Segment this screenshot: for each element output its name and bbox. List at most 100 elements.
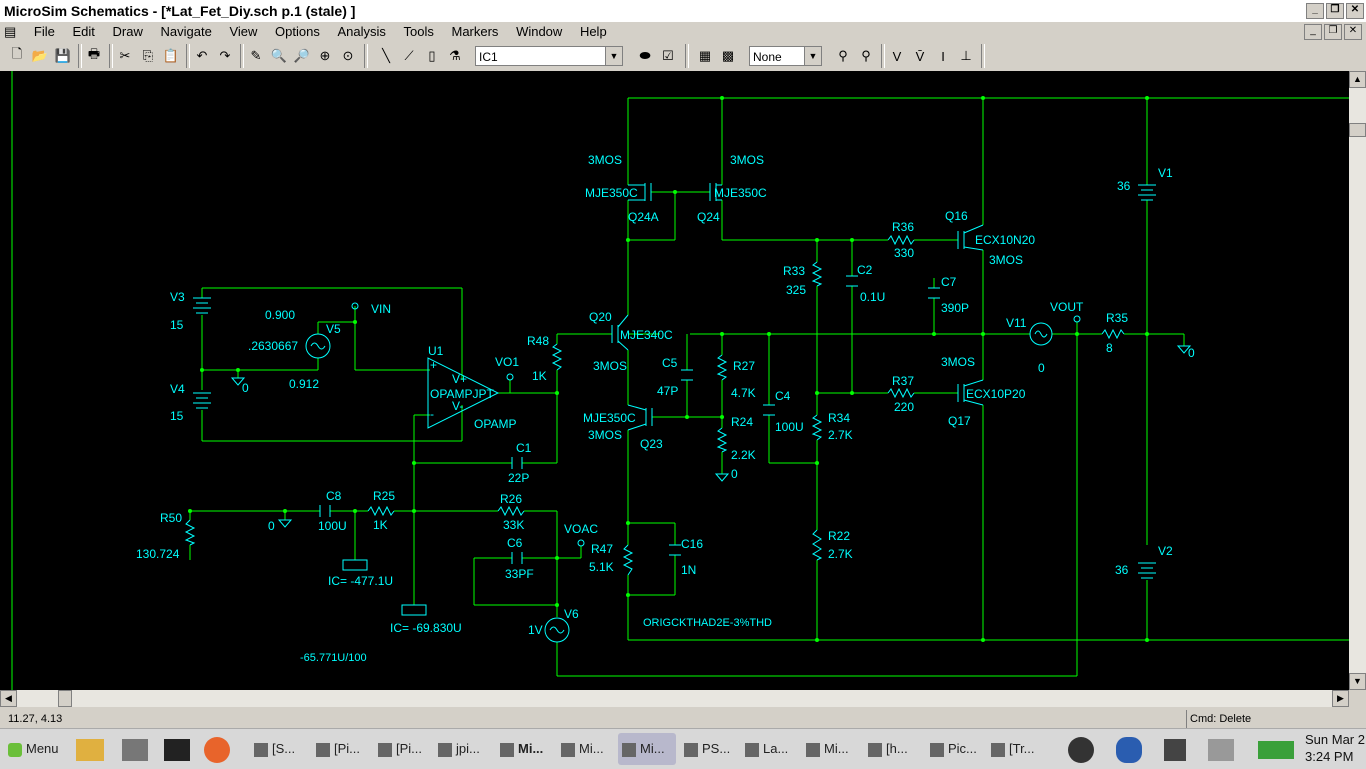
task-7[interactable]: PS... bbox=[680, 733, 738, 765]
menu-options[interactable]: Options bbox=[275, 24, 320, 39]
edit-attributes-icon[interactable]: ⬬ bbox=[639, 48, 651, 63]
restore-button[interactable]: ❐ bbox=[1326, 3, 1344, 19]
battery-icon[interactable] bbox=[1254, 733, 1298, 765]
new-file-icon[interactable]: 🗋 bbox=[11, 46, 23, 61]
firefox-launcher[interactable] bbox=[200, 733, 236, 765]
menu-tools[interactable]: Tools bbox=[403, 24, 434, 39]
label: 1V bbox=[528, 623, 543, 637]
zoom-in-icon[interactable]: 🔍 bbox=[270, 48, 288, 63]
label: Q16 bbox=[945, 209, 968, 223]
label: U1 bbox=[428, 344, 444, 358]
clock[interactable]: Sun Mar 2 3:24 PM bbox=[1305, 731, 1365, 765]
file-manager-launcher[interactable] bbox=[72, 733, 104, 765]
task-10[interactable]: [h... bbox=[864, 733, 922, 765]
menu-help[interactable]: Help bbox=[579, 24, 607, 39]
chevron-down-icon[interactable]: ▼ bbox=[804, 47, 821, 65]
menu-navigate[interactable]: Navigate bbox=[160, 24, 212, 39]
undo-icon[interactable]: ↶ bbox=[196, 48, 208, 63]
task-4[interactable]: Mi... bbox=[496, 733, 554, 765]
label: V+ bbox=[452, 372, 467, 386]
menu-edit[interactable]: Edit bbox=[72, 24, 95, 39]
disk-launcher[interactable] bbox=[118, 733, 150, 765]
draw-bus-icon[interactable]: ⟋ bbox=[404, 48, 414, 63]
draw-block-icon[interactable]: ▯ bbox=[428, 48, 436, 63]
zoom-area-icon[interactable]: ⊕ bbox=[319, 48, 331, 63]
redraw-icon[interactable]: ✎ bbox=[250, 48, 262, 63]
chevron-down-icon[interactable]: ▼ bbox=[605, 47, 622, 65]
task-9[interactable]: Mi... bbox=[802, 733, 860, 765]
label: - bbox=[430, 407, 434, 421]
info-icon[interactable] bbox=[1112, 733, 1144, 765]
zoom-out-icon[interactable]: 🔎 bbox=[293, 48, 311, 63]
label: V6 bbox=[564, 607, 579, 621]
scroll-right-icon[interactable]: ▶ bbox=[1332, 690, 1349, 707]
label: 3MOS bbox=[588, 428, 622, 442]
horizontal-scrollbar[interactable]: ◀ ▶ bbox=[0, 690, 1349, 707]
draw-wire-icon[interactable]: ╲ bbox=[382, 48, 390, 63]
task-11[interactable]: Pic... bbox=[926, 733, 984, 765]
taskbar: Menu [S... [Pi... [Pi... jpi... Mi... Mi… bbox=[0, 728, 1366, 769]
paste-icon[interactable]: 📋 bbox=[162, 48, 180, 63]
edit-symbol-icon[interactable]: ☑ bbox=[662, 48, 674, 63]
doc-minimize-button[interactable]: _ bbox=[1304, 24, 1322, 40]
scroll-up-icon[interactable]: ▲ bbox=[1349, 71, 1366, 88]
title-bar: MicroSim Schematics - [*Lat_Fet_Diy.sch … bbox=[0, 0, 1366, 22]
volume-icon[interactable] bbox=[1204, 733, 1240, 765]
close-button[interactable]: ✕ bbox=[1346, 3, 1364, 19]
minimize-button[interactable]: _ bbox=[1306, 3, 1324, 19]
cut-icon[interactable]: ✂ bbox=[119, 48, 131, 63]
task-8[interactable]: La... bbox=[741, 733, 799, 765]
schematic-canvas[interactable]: 3MOS MJE350C Q24A 3MOS MJE350C Q24 Q16 E… bbox=[0, 71, 1349, 690]
vdiff-marker-icon[interactable]: V̄ bbox=[915, 48, 925, 64]
scroll-thumb[interactable] bbox=[58, 690, 72, 707]
task-6[interactable]: Mi... bbox=[618, 733, 676, 765]
scroll-thumb[interactable] bbox=[1349, 123, 1366, 137]
print-icon[interactable]: 🖶 bbox=[87, 46, 101, 61]
task-3[interactable]: jpi... bbox=[434, 733, 492, 765]
part-combo[interactable]: IC1 ▼ bbox=[475, 46, 623, 66]
menu-file[interactable]: File bbox=[33, 24, 55, 39]
menu-analysis[interactable]: Analysis bbox=[337, 24, 386, 39]
terminal-launcher[interactable] bbox=[160, 733, 192, 765]
redo-icon[interactable]: ↷ bbox=[219, 48, 231, 63]
simulate-icon[interactable]: ▩ bbox=[721, 48, 735, 63]
save-icon[interactable]: 💾 bbox=[54, 48, 72, 63]
scroll-down-icon[interactable]: ▼ bbox=[1349, 673, 1366, 690]
display-combo[interactable]: None ▼ bbox=[749, 46, 822, 66]
speaker-icon bbox=[1208, 738, 1234, 761]
menu-window[interactable]: Window bbox=[516, 24, 563, 39]
task-1[interactable]: [Pi... bbox=[312, 733, 370, 765]
schematic-drawing[interactable]: 3MOS MJE350C Q24A 3MOS MJE350C Q24 Q16 E… bbox=[0, 71, 1349, 690]
label: 4.7K bbox=[731, 386, 756, 400]
copy-icon[interactable]: ⎘ bbox=[142, 48, 154, 63]
task-0[interactable]: [S... bbox=[250, 733, 308, 765]
network-signal-icon[interactable] bbox=[1160, 733, 1192, 765]
probe-icon[interactable]: ⚲ bbox=[838, 48, 848, 63]
zoom-fit-icon[interactable]: ⊙ bbox=[342, 48, 354, 63]
label: V1 bbox=[1158, 166, 1173, 180]
task-12[interactable]: [Tr... bbox=[987, 733, 1045, 765]
enable-bias-icon[interactable]: ⊥ bbox=[960, 48, 972, 63]
label: 100U bbox=[775, 420, 804, 434]
task-5[interactable]: Mi... bbox=[557, 733, 615, 765]
menu-markers[interactable]: Markers bbox=[451, 24, 499, 39]
task-2[interactable]: [Pi... bbox=[374, 733, 432, 765]
menu-view[interactable]: View bbox=[229, 24, 258, 39]
get-part-icon[interactable]: ⚗ bbox=[449, 48, 461, 63]
vertical-scrollbar[interactable]: ▲ ▼ bbox=[1349, 71, 1366, 690]
doc-close-button[interactable]: ✕ bbox=[1344, 24, 1362, 40]
scroll-left-icon[interactable]: ◀ bbox=[0, 690, 17, 707]
open-folder-icon[interactable]: 📂 bbox=[31, 48, 49, 63]
setup-analysis-icon[interactable]: ▦ bbox=[698, 48, 712, 63]
doc-icon[interactable]: ▤ bbox=[4, 24, 17, 39]
cursor-coordinates: 11.27, 4.13 bbox=[8, 713, 63, 725]
bluetooth-icon[interactable] bbox=[1064, 733, 1096, 765]
label: Q24 bbox=[697, 210, 720, 224]
current-marker-icon[interactable]: I bbox=[941, 48, 945, 64]
doc-restore-button[interactable]: ❐ bbox=[1324, 24, 1342, 40]
probe-setup-icon[interactable]: ⚲ bbox=[861, 48, 871, 63]
start-menu-button[interactable]: Menu bbox=[4, 733, 68, 765]
task-label: [Pi... bbox=[334, 741, 361, 756]
voltage-marker-icon[interactable]: V bbox=[892, 48, 902, 64]
menu-draw[interactable]: Draw bbox=[112, 24, 143, 39]
